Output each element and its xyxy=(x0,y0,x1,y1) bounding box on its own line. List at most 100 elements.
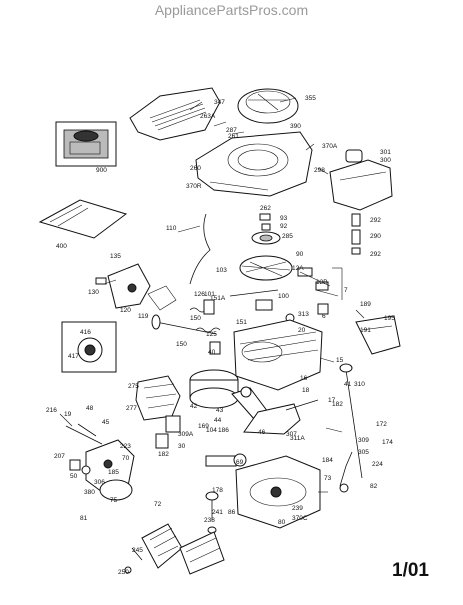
part-callout: 287 xyxy=(226,127,237,134)
air-filter-shape xyxy=(38,199,128,239)
part-callout: 82 xyxy=(370,483,378,490)
part-callout: 238 xyxy=(204,517,215,524)
flywheel-shape xyxy=(239,213,293,281)
part-callout: 100 xyxy=(278,293,289,300)
oil-sensor-thumbnail-shape xyxy=(61,321,117,373)
breather-tube-shape xyxy=(229,289,279,311)
part-callout: 92 xyxy=(280,223,288,230)
part-callout: 130 xyxy=(88,289,99,296)
part-callout: 307 xyxy=(286,431,297,438)
muffler-gasket-shape xyxy=(155,415,181,449)
part-callout: 20 xyxy=(298,327,306,334)
part-callout: 300 xyxy=(380,157,391,164)
part-callout: 151A xyxy=(210,295,226,302)
muffler-shape xyxy=(135,375,181,421)
part-callout: 241 xyxy=(212,509,223,516)
part-callout: 75 xyxy=(110,497,118,504)
part-callout: 17 xyxy=(328,397,336,404)
part-callout: 103 xyxy=(216,267,227,274)
carburetor-bracket-shape xyxy=(95,263,151,309)
part-callout: 313 xyxy=(298,311,309,318)
part-callout: 135 xyxy=(110,253,121,260)
part-callout: 370R xyxy=(186,183,202,190)
engine-sump-shape xyxy=(235,455,321,529)
part-callout: 12B xyxy=(316,279,328,286)
part-callout: 40 xyxy=(208,349,216,356)
part-callout: 223 xyxy=(120,443,131,450)
part-callout: 292 xyxy=(370,217,381,224)
watermark-text: AppliancePartsPros.com xyxy=(154,2,309,18)
part-callout: 309A xyxy=(178,431,194,438)
part-callout: 191 xyxy=(360,327,371,334)
part-callout: 42 xyxy=(190,403,198,410)
blower-housing-shape xyxy=(195,131,313,197)
part-callout: 19 xyxy=(64,411,72,418)
part-callout: 15 xyxy=(336,357,344,364)
part-callout: 285 xyxy=(282,233,293,240)
part-callout: 50 xyxy=(70,473,78,480)
part-callout: 355 xyxy=(305,95,316,102)
engine-thumbnail-shape xyxy=(55,121,117,167)
part-callout: 224 xyxy=(372,461,383,468)
part-callout: 44 xyxy=(214,417,222,424)
part-callout: 260 xyxy=(190,165,201,172)
part-callout: 390 xyxy=(290,123,301,130)
part-callout: 182 xyxy=(158,451,169,458)
part-callout: 72 xyxy=(154,501,162,508)
part-callout: 45 xyxy=(102,419,110,426)
part-callout: 172 xyxy=(376,421,387,428)
part-callout: 900 xyxy=(96,167,107,174)
part-callout: 48 xyxy=(86,405,94,412)
part-callout: 73 xyxy=(324,475,332,482)
part-callout: 178 xyxy=(212,487,223,494)
part-callout: 301 xyxy=(380,149,391,156)
oil-fill-tube-shape xyxy=(339,451,353,493)
part-callout: 182 xyxy=(332,401,343,408)
dipstick-shape xyxy=(339,363,363,479)
leader-lines xyxy=(59,97,365,493)
part-callout: 150 xyxy=(190,315,201,322)
ignition-coil-shape xyxy=(297,267,331,291)
part-callout: 90 xyxy=(296,251,304,258)
part-callout: 69 xyxy=(236,459,244,466)
part-callout: 370A xyxy=(322,143,338,150)
part-callout: 195 xyxy=(384,315,395,322)
part-callout: 174 xyxy=(382,439,393,446)
primer-shape xyxy=(69,459,91,475)
part-callout: 46 xyxy=(258,429,266,436)
part-callout: 110 xyxy=(166,225,177,232)
part-callout: 6 xyxy=(322,313,326,320)
part-callout: 370C xyxy=(292,515,308,522)
part-callout: 400 xyxy=(56,243,67,250)
part-callout: 80 xyxy=(278,519,286,526)
air-cleaner-shape xyxy=(141,523,225,575)
part-callout: 189 xyxy=(360,301,371,308)
fuel-line-shape xyxy=(351,213,361,255)
piston-shape xyxy=(189,369,239,409)
part-callout: 184 xyxy=(322,457,333,464)
control-bracket-shape xyxy=(355,315,401,355)
part-callout: 120 xyxy=(120,307,131,314)
part-callout: 104 xyxy=(206,427,217,434)
part-callout: 93 xyxy=(280,215,288,222)
part-callout: 277 xyxy=(126,405,137,412)
part-callout: 216 xyxy=(46,407,57,414)
edition-date: 1/01 xyxy=(392,560,429,581)
recoil-starter-shape xyxy=(237,88,299,124)
governor-wire-shape xyxy=(189,213,211,285)
part-callout: 30 xyxy=(178,443,186,450)
governor-gear-shape xyxy=(205,453,247,467)
part-callout: 305 xyxy=(358,449,369,456)
part-callout: 86 xyxy=(228,509,236,516)
part-callout: 311A xyxy=(290,435,305,442)
part-callout: 245 xyxy=(132,547,143,554)
blower-cover-shape xyxy=(129,87,221,141)
part-callout: 101 xyxy=(204,291,215,298)
part-callout: 261 xyxy=(228,133,239,140)
crankshaft-shape xyxy=(243,399,319,435)
part-callout: 7 xyxy=(344,287,348,294)
part-callout: 290 xyxy=(370,233,381,240)
part-callout: 416 xyxy=(80,329,91,336)
